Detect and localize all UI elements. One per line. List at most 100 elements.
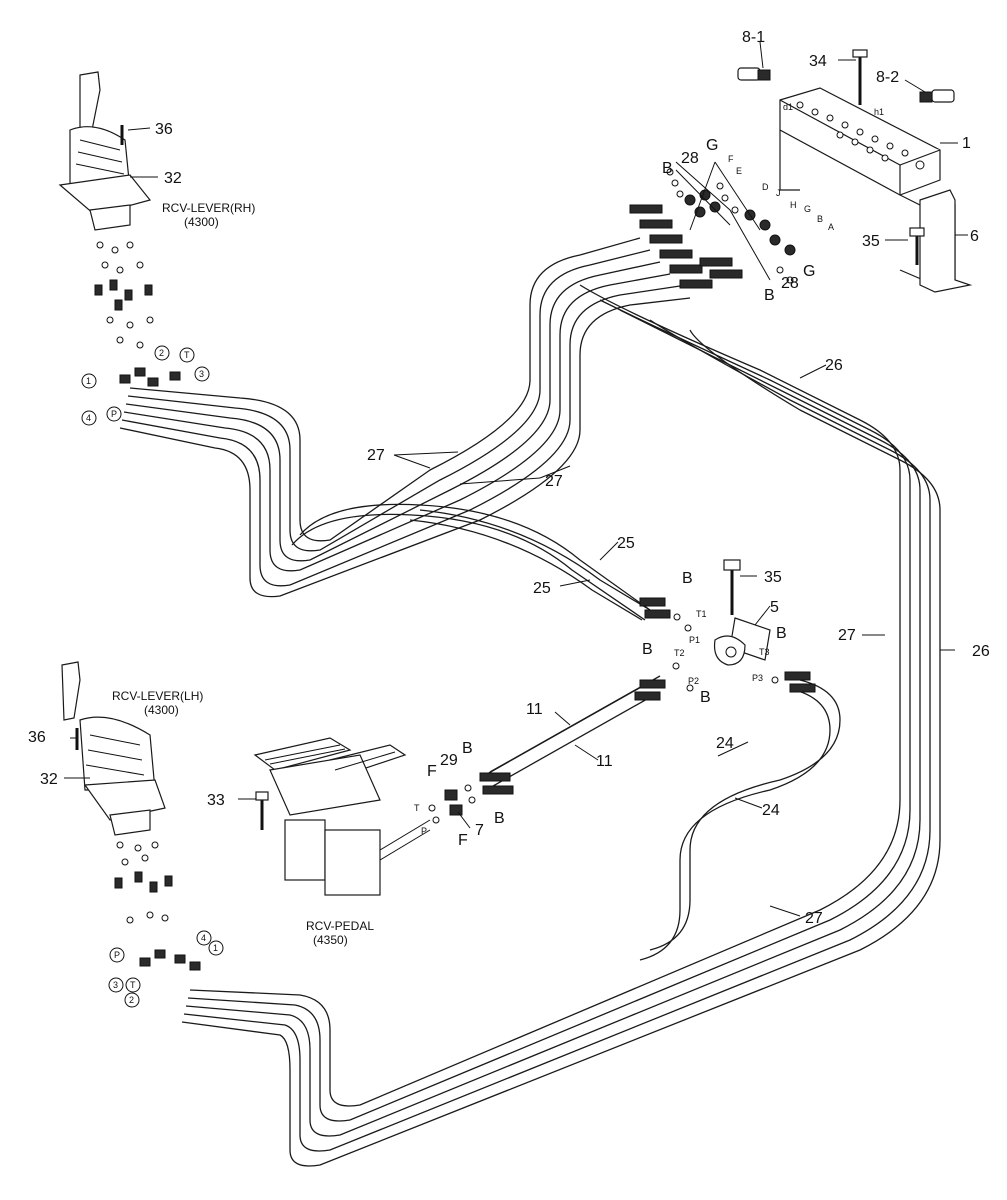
caption-rcv-lever-lh-code: (4300) [144,703,179,717]
circled-port-markers: 1 2 3 4 T P 1 2 3 4 T P [81,345,224,1008]
circled-4-lh: 4 [201,933,206,943]
caption-rcv-lever-rh-code: (4300) [184,215,219,229]
label-part-35-b: 35 [764,569,782,586]
bolt-35-top [909,227,925,265]
label-part-32-lh: 32 [40,771,58,788]
circled-3-lh: 3 [113,980,118,990]
label-part-33: 33 [207,792,225,809]
port-J: J [776,188,781,198]
label-part-25-a: 25 [617,535,635,552]
port-G: G [804,204,811,214]
port-P1: P1 [689,635,700,645]
label-part-27-d: 27 [805,910,823,927]
circled-4-rh: 4 [86,413,91,423]
hose-27-pair-to-center [291,503,651,621]
circled-1-lh: 1 [213,943,218,953]
label-part-1: 1 [962,135,971,152]
label-part-28-a: 28 [681,150,699,167]
label-part-5: 5 [770,599,779,616]
hose-25-pair [409,509,651,621]
label-part-11-b: 11 [596,753,613,770]
leader-lines [64,59,968,917]
label-part-36-rh: 36 [155,121,173,138]
port-labels: d1 h1 F E D J H G B A T1 T2 T3 P1 P2 P3 … [414,102,884,836]
port-H: H [790,200,797,210]
port-pedal-P: P [421,826,427,836]
port-T3: T3 [759,647,770,657]
label-part-8-2: 8-2 [876,69,899,86]
rcv-lever-lh-graphic [61,661,166,836]
label-part-27-b: 27 [545,473,563,490]
hose-11-pair [479,675,661,791]
port-pedal-T: T [414,803,420,813]
port-A: A [828,222,834,232]
component-captions: RCV-LEVER(RH) (4300) RCV-LEVER(LH) (4300… [112,201,374,947]
port-P2: P2 [688,676,699,686]
lh-small-fittings [114,841,201,971]
caption-rcv-lever-rh: RCV-LEVER(RH) [162,201,255,215]
rh-small-fittings [94,241,181,387]
circled-2-lh: 2 [129,995,134,1005]
hose-bundle-lh-long-loop [181,284,941,1167]
label-F-2: F [458,832,468,849]
label-B-5: B [776,625,787,642]
caption-rcv-pedal-code: (4350) [313,933,348,947]
rcv-lever-rh-graphic [58,71,152,231]
bolt-34 [852,49,868,105]
circled-P-lh: P [114,950,120,960]
circled-2-rh: 2 [159,348,164,358]
label-part-36-lh: 36 [28,729,46,746]
circled-T-rh: T [184,350,190,360]
circled-1-rh: 1 [86,376,91,386]
port-D: D [762,182,769,192]
label-part-8-1: 8-1 [742,29,765,46]
label-B-3: B [682,570,693,587]
label-G-2: G [803,263,815,280]
label-B-6: B [700,689,711,706]
letter-labels: B B B B B B B B G G F F [427,137,815,849]
rcv-pedal-graphic [253,737,514,896]
label-part-27-a: 27 [367,447,385,464]
caption-rcv-lever-lh: RCV-LEVER(LH) [112,689,203,703]
label-part-34: 34 [809,53,827,70]
label-B-4: B [642,641,653,658]
shuttle-valve-5 [634,559,816,701]
label-B-1: B [662,160,673,177]
label-part-26-a: 26 [825,357,843,374]
label-part-6: 6 [970,228,979,245]
circled-T-lh: T [130,980,136,990]
label-part-24-b: 24 [762,802,780,819]
circled-P-rh: P [111,409,117,419]
port-T1: T1 [696,609,707,619]
port-E: E [736,166,742,176]
label-part-26-b: 26 [972,643,990,660]
part-labels: 1 5 6 7 8-1 8-2 11 11 24 24 25 25 26 26 … [28,29,990,927]
port-F: F [728,154,734,164]
label-part-35-a: 35 [862,233,880,250]
label-F-1: F [427,763,437,780]
pressure-switch-8-2 [904,79,955,103]
label-B-2: B [764,287,775,304]
label-part-28-b: 28 [781,275,799,292]
label-part-32-rh: 32 [164,170,182,187]
label-G-1: G [706,137,718,154]
fittings-cluster-block [629,161,796,289]
pressure-switch-8-1 [737,41,771,81]
port-h1: h1 [874,107,884,117]
label-part-25-b: 25 [533,580,551,597]
port-B: B [817,214,823,224]
bracket-6 [919,189,973,293]
label-part-11-a: 11 [526,701,543,718]
label-part-7: 7 [475,822,484,839]
label-part-24-a: 24 [716,735,734,752]
label-part-29: 29 [440,752,458,769]
circled-3-rh: 3 [199,369,204,379]
label-B-7: B [462,740,473,757]
hose-24-pair [639,679,841,961]
label-part-27-c: 27 [838,627,856,644]
label-B-8: B [494,810,505,827]
port-T2: T2 [674,648,685,658]
hose-bundle-rh-to-block [119,237,691,598]
